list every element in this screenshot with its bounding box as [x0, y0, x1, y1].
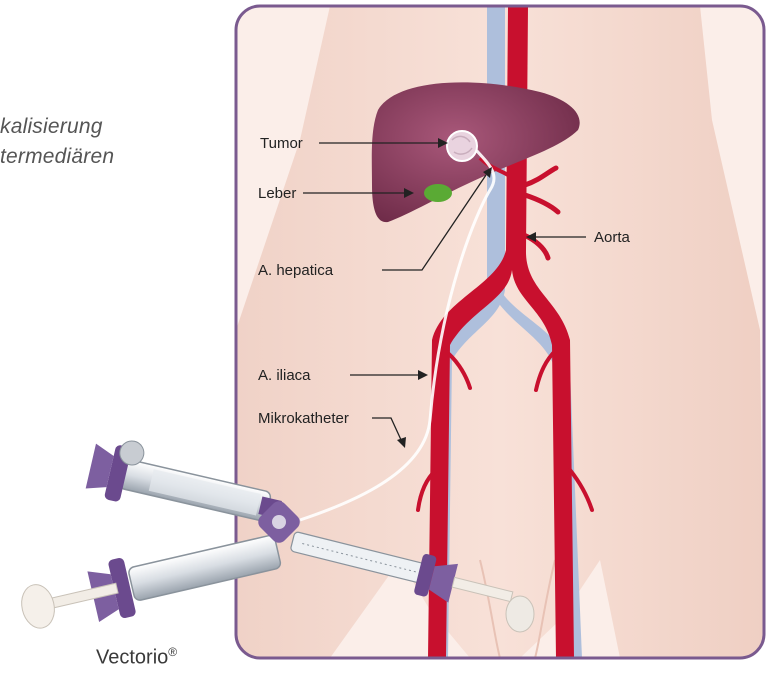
- label-hepatica: A. hepatica: [258, 262, 334, 279]
- label-aorta: Aorta: [594, 229, 631, 246]
- label-iliaca: A. iliaca: [258, 367, 311, 384]
- tumor-icon: [447, 131, 477, 161]
- gallbladder: [424, 184, 452, 202]
- body-panel: [236, 6, 764, 658]
- label-mikrokatheter: Mikrokatheter: [258, 410, 349, 427]
- brand-name: Vectorio: [96, 647, 168, 669]
- label-tumor: Tumor: [260, 135, 303, 152]
- registered-mark: ®: [168, 645, 177, 659]
- label-leber: Leber: [258, 185, 296, 202]
- brand-label: Vectorio®: [96, 645, 177, 670]
